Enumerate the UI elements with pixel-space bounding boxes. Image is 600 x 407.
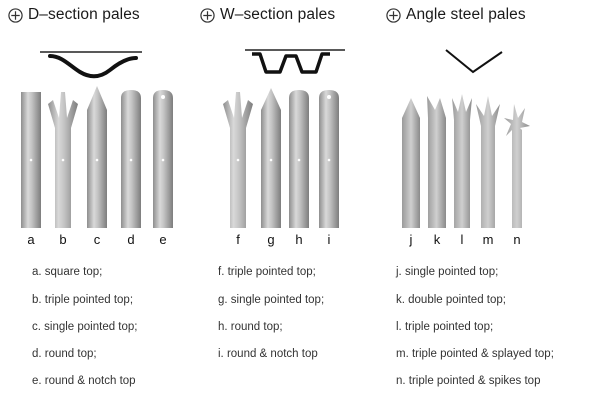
angle-steel-column: Angle steel pales j k l m n j. single po… [380, 0, 600, 407]
pale-l-triple-pointed [452, 94, 472, 228]
pale-b-triple-pointed [48, 92, 78, 228]
description-item: k. double pointed top; [396, 294, 506, 306]
angle-steel-profile [445, 49, 503, 74]
pale-letter: a [27, 232, 35, 247]
d-section-column: D–section pales [0, 0, 200, 407]
pale-k-double-pointed [427, 96, 446, 228]
description-item: b. triple pointed top; [32, 294, 134, 306]
angle-steel-illustration [402, 49, 530, 228]
pale-letter: l [460, 232, 464, 247]
pale-f-triple-pointed [223, 92, 253, 228]
w-section-profile [245, 49, 345, 74]
pale-d-round-top [121, 90, 141, 228]
d-section-profile [40, 51, 142, 79]
description-item: h. round top; [218, 321, 283, 333]
description-item: f. triple pointed top; [218, 266, 316, 278]
pale-i-round-notch-top [319, 90, 339, 228]
pale-letter: n [513, 232, 521, 247]
description-item: c. single pointed top; [32, 321, 138, 333]
pale-letter: f [236, 232, 240, 247]
pale-g-single-pointed [261, 88, 281, 228]
pale-j-single-pointed [402, 98, 420, 228]
pale-letter: d [127, 232, 135, 247]
circle-plus-icon [8, 7, 23, 23]
pale-letter: i [327, 232, 331, 247]
description-item: j. single pointed top; [396, 266, 499, 278]
description-item: l. triple pointed top; [396, 321, 494, 333]
d-section-heading: D–section pales [8, 6, 140, 24]
section-title: D–section pales [28, 6, 140, 23]
pale-letter: k [433, 232, 441, 247]
pale-letter: e [159, 232, 167, 247]
w-section-heading: W–section pales [200, 6, 335, 24]
d-section-illustration [21, 51, 173, 228]
description-item: e. round & notch top [32, 375, 136, 387]
pale-e-round-notch-top [153, 90, 173, 228]
circle-plus-icon [200, 7, 215, 23]
pale-letter: h [295, 232, 303, 247]
description-item: g. single pointed top; [218, 294, 325, 306]
pale-letter: m [482, 232, 494, 247]
pale-a-square-top [21, 92, 41, 228]
description-item: d. round top; [32, 348, 97, 360]
pale-n-triple-spikes [504, 104, 530, 228]
circle-plus-icon [386, 7, 401, 23]
angle-steel-heading: Angle steel pales [386, 6, 526, 24]
pale-letter: g [267, 232, 275, 247]
pale-letter: b [59, 232, 67, 247]
description-item: m. triple pointed & splayed top; [396, 348, 554, 360]
pale-letter: j [409, 232, 413, 247]
w-section-illustration [223, 49, 345, 228]
description-item: a. square top; [32, 266, 103, 278]
description-item: i. round & notch top [218, 348, 318, 360]
pale-h-round-top [289, 90, 309, 228]
w-section-column: W–section pales f g h i f. trip [200, 0, 390, 407]
pale-letter: c [93, 232, 101, 247]
section-title: Angle steel pales [406, 6, 526, 23]
pale-c-single-pointed [87, 86, 107, 228]
description-item: n. triple pointed & spikes top [396, 375, 541, 387]
pale-m-triple-splayed [476, 96, 500, 228]
section-title: W–section pales [220, 6, 336, 23]
